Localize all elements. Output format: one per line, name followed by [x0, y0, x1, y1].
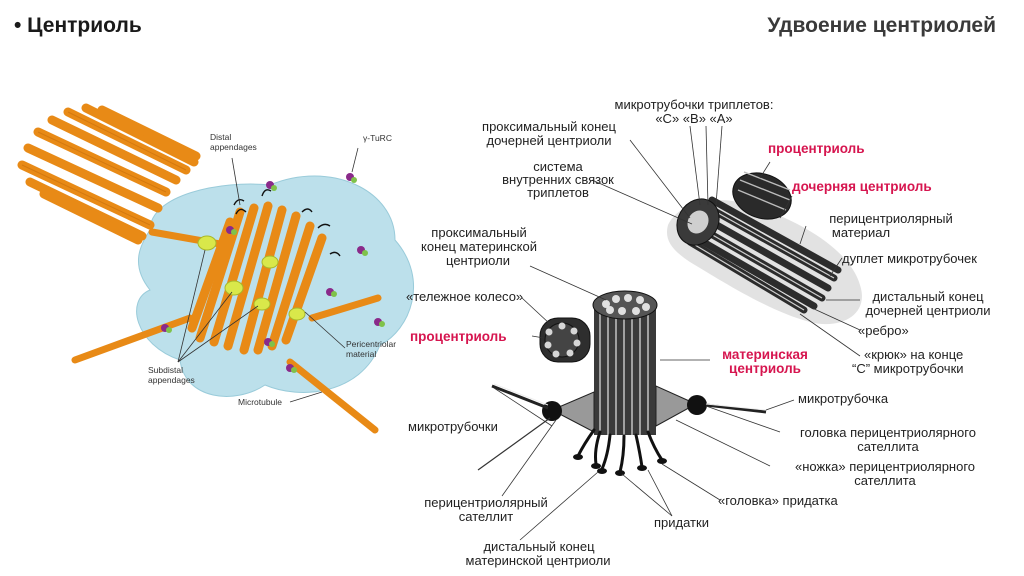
label-inner-links-3: триплетов	[527, 185, 589, 200]
label-mother-centriole-2: центриоль	[729, 361, 801, 376]
label-distal-appendages-2: appendages	[210, 142, 257, 152]
label-distal-daughter-2: дочерней центриоли	[865, 303, 991, 318]
label-subdistal-2: appendages	[148, 375, 195, 385]
label-sat-head-2: сателлита	[857, 439, 919, 454]
microtubule-rod	[308, 294, 382, 322]
label-procentriole-top: процентриоль	[768, 141, 865, 156]
label-inner-links-1: система	[533, 159, 583, 174]
label-gamma-turc: γ-TuRC	[363, 133, 392, 143]
slide-title: Удвоение центриолей	[767, 14, 996, 37]
label-satellite-2: сателлит	[458, 509, 514, 524]
label-cartwheel: «тележное колесо»	[406, 289, 524, 304]
label-daughter-centriole: дочерняя центриоль	[792, 179, 932, 194]
gamma-turc-markers	[161, 173, 385, 373]
procentriole-left	[539, 317, 591, 363]
label-distal-daughter-1: дистальный конец	[872, 289, 984, 304]
procentriole-top	[732, 171, 792, 220]
label-microtubule-right: микротрубочка	[798, 391, 889, 406]
label-appendages: придатки	[654, 515, 709, 530]
label-distal-appendages-1: Distal	[210, 132, 232, 142]
label-prox-daughter-2: дочерней центриоли	[486, 133, 612, 148]
label-triplets-2: «С» «В» «А»	[655, 111, 733, 126]
label-appendage-head: «головка» придатка	[718, 493, 838, 508]
label-doublet: дуплет микротрубочек	[842, 251, 977, 266]
label-satellite-1: перицентриолярный	[424, 495, 548, 510]
label-prox-mother-3: центриоли	[446, 253, 510, 268]
label-prox-daughter-1: проксимальный конец	[482, 119, 616, 134]
label-subdistal-1: Subdistal	[148, 365, 183, 375]
label-pcm-1: перицентриолярный	[829, 211, 953, 226]
label-microtubule: Microtubule	[238, 397, 282, 407]
label-triplets-1: микротрубочки триплетов:	[614, 97, 774, 112]
label-distal-mother-1: дистальный конец	[483, 539, 595, 554]
distal-appendages	[233, 189, 341, 257]
label-prox-mother-1: проксимальный	[431, 225, 527, 240]
label-pericentriolar-1: Pericentriolar	[346, 339, 397, 349]
slide-bullet-title: • Центриоль	[14, 14, 142, 37]
label-hook-2: “С” микротрубочки	[852, 361, 964, 376]
label-sat-head-1: головка перицентриолярного	[800, 425, 976, 440]
label-sat-leg-2: сателлита	[854, 473, 916, 488]
label-inner-links-2: внутренних связок	[502, 172, 614, 187]
label-procentriole-left: процентриоль	[410, 329, 507, 344]
satellite-right	[655, 385, 767, 427]
label-microtubules: микротрубочки	[408, 419, 498, 434]
microtubule-rod	[286, 358, 379, 434]
label-pcm-2: материал	[831, 225, 891, 240]
microtubule-rod	[71, 314, 194, 364]
label-mother-centriole-1: материнская	[722, 347, 808, 362]
satellite-left	[477, 383, 595, 471]
subdistal-appendages	[197, 235, 306, 321]
label-distal-mother-2: материнской центриоли	[465, 553, 611, 568]
label-prox-mother-2: конец материнской	[421, 239, 537, 254]
label-pericentriolar-2: material	[346, 349, 377, 359]
label-hook-1: «крюк» на конце	[864, 347, 964, 362]
mother-centriole	[592, 290, 658, 435]
label-rib: «ребро»	[858, 323, 909, 338]
appendages	[576, 428, 664, 474]
label-sat-leg-1: «ножка» перицентриолярного	[794, 459, 976, 474]
